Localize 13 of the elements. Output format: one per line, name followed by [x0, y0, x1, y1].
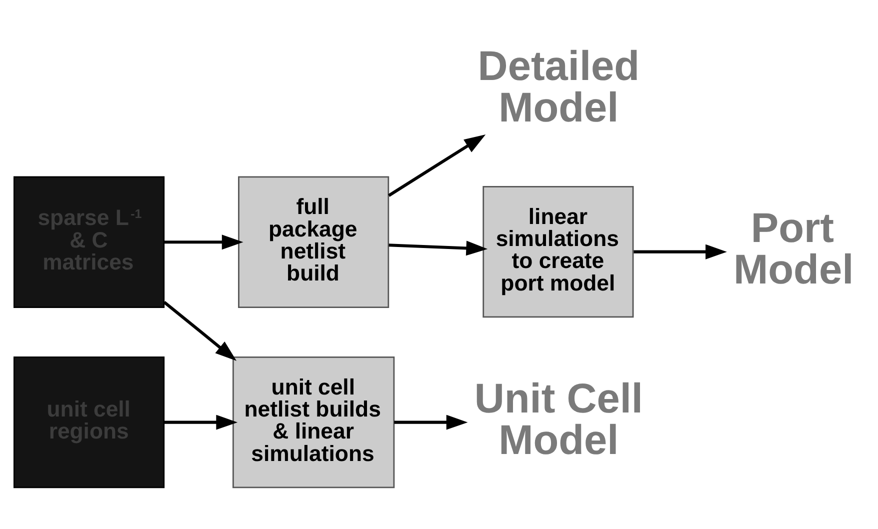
- node-box: linear simulations to create port model: [482, 186, 634, 318]
- arrow: [164, 414, 238, 430]
- node-text: Detailed Model: [478, 41, 640, 130]
- arrow: [388, 240, 488, 256]
- node-text: Port Model: [734, 204, 854, 292]
- arrow: [163, 300, 237, 360]
- arrow: [164, 234, 244, 250]
- arrow: [394, 414, 468, 430]
- node-text: Unit Cell Model: [474, 374, 643, 463]
- arrow: [388, 134, 486, 196]
- node-box: unit cell netlist builds & linear simulations: [232, 356, 395, 488]
- node-box: full package netlist build: [238, 176, 390, 308]
- arrow: [634, 244, 727, 259]
